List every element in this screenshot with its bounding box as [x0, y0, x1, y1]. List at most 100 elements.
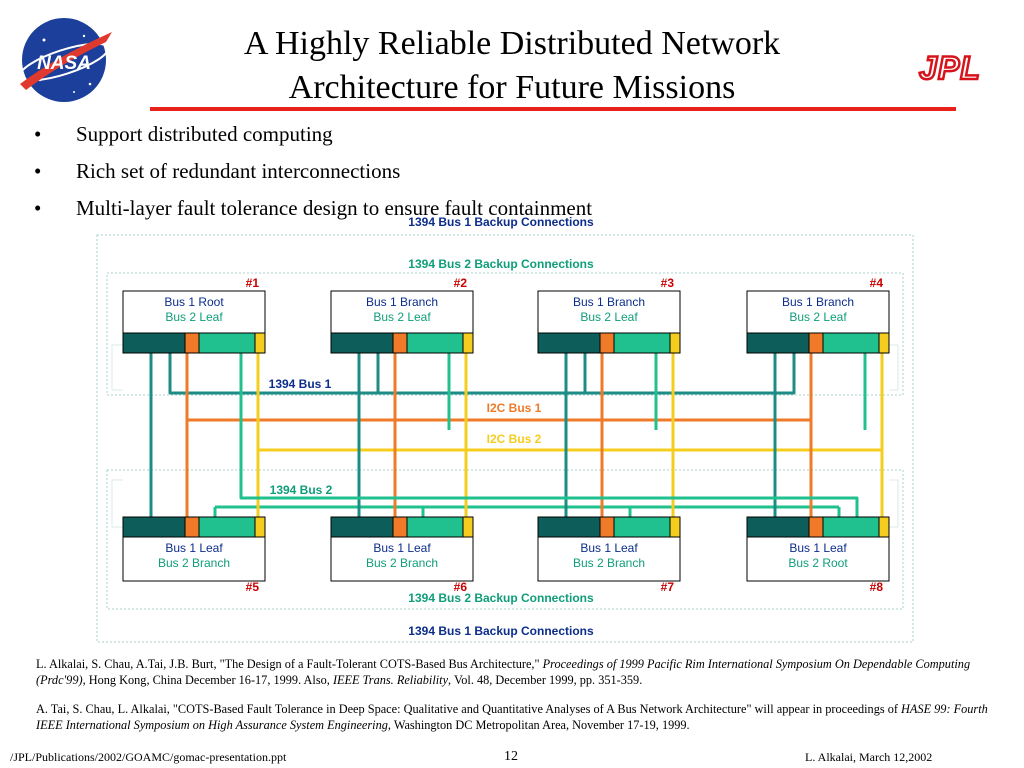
node-number-label: #1	[246, 276, 260, 290]
reference-1-authors: L. Alkalai, S. Chau, A.Tai, J.B. Burt, "…	[36, 657, 543, 671]
node-bus2-role: Bus 2 Branch	[366, 556, 438, 570]
node-port	[599, 332, 615, 354]
node-port	[878, 332, 890, 354]
node-port	[330, 516, 394, 538]
node-bus2-role: Bus 2 Leaf	[580, 310, 638, 324]
bullet-dot: •	[34, 196, 42, 220]
title-underline	[150, 107, 956, 111]
reference-2: A. Tai, S. Chau, L. Alkalai, "COTS-Based…	[36, 701, 996, 733]
bullet-dot: •	[34, 122, 42, 146]
node-port	[122, 516, 186, 538]
node-number-label: #3	[661, 276, 675, 290]
node-port	[822, 516, 880, 538]
node-bus2-role: Bus 2 Leaf	[165, 310, 223, 324]
reference-1-location: , Hong Kong, China December 16-17, 1999.…	[82, 673, 333, 687]
node-bus1-role: Bus 1 Leaf	[165, 541, 223, 555]
node-port	[822, 332, 880, 354]
node-port	[599, 516, 615, 538]
node-port	[406, 332, 464, 354]
i2c-bus2-label: I2C Bus 2	[487, 432, 542, 446]
bullet-text: Support distributed computing	[76, 122, 333, 146]
node-port	[330, 332, 394, 354]
node-box	[537, 536, 681, 582]
node-port	[878, 516, 890, 538]
bottom-nodes-panel	[106, 469, 904, 610]
node-bus1-role: Bus 1 Branch	[366, 295, 438, 309]
slide-title-line-2: Architecture for Future Missions	[288, 69, 736, 106]
footer-author-date: L. Alkalai, March 12,2002	[805, 750, 933, 764]
node-box	[330, 536, 474, 582]
node-bus1-role: Bus 1 Branch	[782, 295, 854, 309]
reference-2-venue: HASE 99: Fourth IEEE International Sympo…	[36, 702, 988, 732]
i2c-bus1-label: I2C Bus 1	[487, 401, 542, 415]
node-bus2-role: Bus 2 Leaf	[373, 310, 431, 324]
node-box	[746, 536, 890, 582]
top-bus1-backup-label: 1394 Bus 1 Backup Connections	[408, 215, 594, 229]
node-port	[392, 516, 408, 538]
page-number: 12	[504, 749, 518, 764]
node-port	[808, 332, 824, 354]
node-port	[669, 516, 681, 538]
bus2-label: 1394 Bus 2	[270, 483, 333, 497]
node-port	[184, 332, 200, 354]
jpl-logo: JPL	[918, 52, 981, 84]
node-port	[254, 516, 266, 538]
bottom-bus1-backup-label: 1394 Bus 1 Backup Connections	[408, 624, 594, 638]
node-number-label: #7	[661, 580, 675, 594]
top-nodes-panel	[106, 272, 904, 396]
node-bus1-role: Bus 1 Leaf	[789, 541, 847, 555]
reference-1-volume: , Vol. 48, December 1999, pp. 351-359.	[448, 673, 643, 687]
diagram-outer-panel	[96, 234, 914, 643]
bullet-text: Rich set of redundant interconnections	[76, 159, 401, 183]
nasa-logo: NASA	[19, 18, 112, 102]
bottom-bus2-backup-label: 1394 Bus 2 Backup Connections	[408, 591, 594, 605]
node-box	[122, 536, 266, 582]
reference-1: L. Alkalai, S. Chau, A.Tai, J.B. Burt, "…	[36, 656, 996, 688]
node-bus2-role: Bus 2 Leaf	[789, 310, 847, 324]
node-port	[462, 332, 474, 354]
node-number-label: #5	[246, 580, 260, 594]
svg-text:JPL: JPL	[919, 52, 981, 84]
top-bus2-backup-label: 1394 Bus 2 Backup Connections	[408, 257, 594, 271]
bullet-dot: •	[34, 159, 42, 183]
node-bus1-role: Bus 1 Leaf	[580, 541, 638, 555]
reference-2-location: , Washington DC Metropolitan Area, Novem…	[387, 718, 690, 732]
node-port	[392, 332, 408, 354]
node-number-label: #2	[454, 276, 468, 290]
node-port	[406, 516, 464, 538]
backup-stub	[111, 344, 123, 391]
node-bus2-role: Bus 2 Branch	[158, 556, 230, 570]
node-port	[198, 332, 256, 354]
node-port	[613, 332, 671, 354]
node-port	[808, 516, 824, 538]
node-box	[746, 290, 890, 336]
slide-title-line-1: A Highly Reliable Distributed Network	[243, 25, 781, 62]
node-number-label: #4	[870, 276, 884, 290]
node-port	[746, 332, 810, 354]
node-port	[122, 332, 186, 354]
bus1-label: 1394 Bus 1	[269, 377, 332, 391]
bus1-top-link	[168, 353, 796, 395]
node-number-label: #6	[454, 580, 468, 594]
backup-stub	[889, 479, 899, 528]
node-port	[462, 516, 474, 538]
node-bus1-role: Bus 1 Leaf	[373, 541, 431, 555]
reference-1-venue: Proceedings of 1999 Pacific Rim Internat…	[36, 657, 971, 687]
node-bus1-role: Bus 1 Branch	[573, 295, 645, 309]
backup-stub	[889, 344, 899, 391]
node-bus1-role: Bus 1 Root	[164, 295, 224, 309]
node-port	[746, 516, 810, 538]
node-port	[254, 332, 266, 354]
bullet-text: Multi-layer fault tolerance design to en…	[76, 196, 593, 220]
node-port	[198, 516, 256, 538]
node-port	[669, 332, 681, 354]
reference-2-authors: A. Tai, S. Chau, L. Alkalai, "COTS-Based…	[36, 702, 902, 716]
reference-1-journal: IEEE Trans. Reliability	[332, 673, 449, 687]
svg-text:NASA: NASA	[37, 53, 91, 74]
node-bus2-role: Bus 2 Root	[788, 556, 848, 570]
node-bus2-role: Bus 2 Branch	[573, 556, 645, 570]
node-port	[537, 332, 601, 354]
node-port	[184, 516, 200, 538]
bus2-mid-link	[239, 430, 859, 517]
